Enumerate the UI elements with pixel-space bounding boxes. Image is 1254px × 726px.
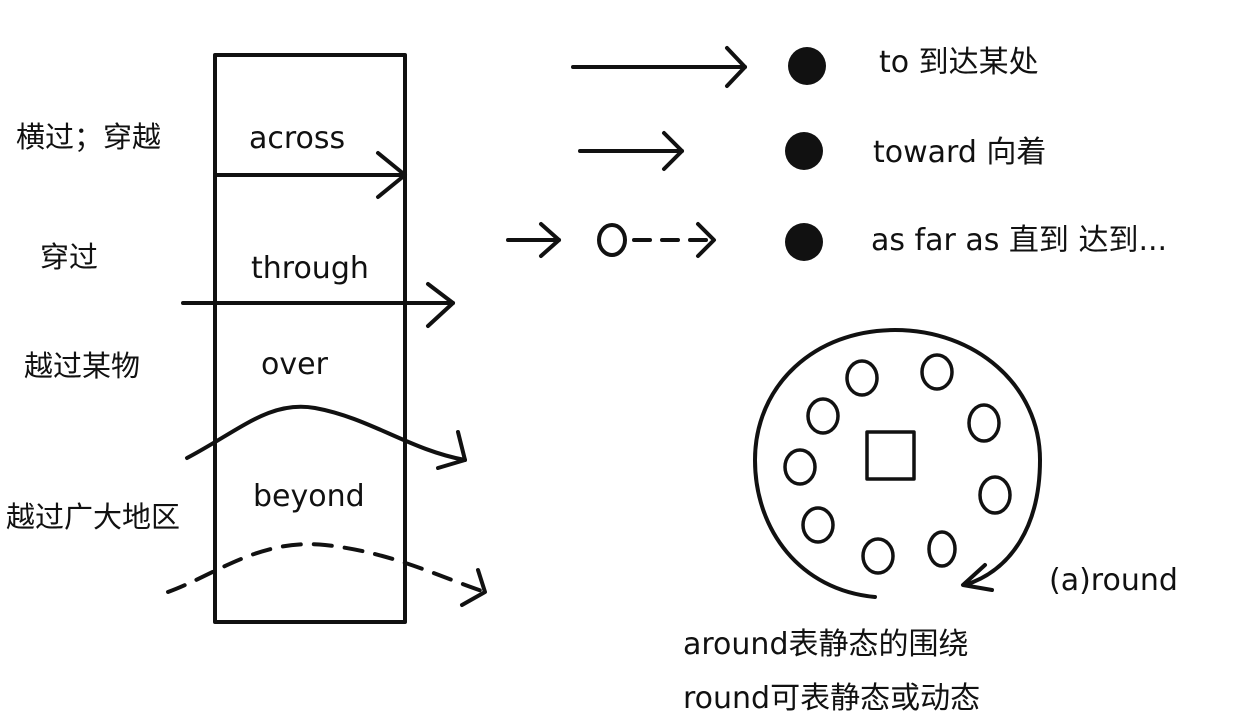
across-arrow: [213, 151, 407, 199]
label-as-far-as: as far as 直到 达到...: [871, 223, 1168, 258]
to-arrow: [571, 46, 747, 88]
label-round: (a)round: [1049, 563, 1178, 598]
label-to: to 到达某处: [879, 45, 1039, 80]
target-dots: [785, 47, 826, 261]
word-over: over: [261, 347, 328, 382]
beyond-arrow: [166, 542, 487, 607]
label-through-cn: 穿过: [40, 240, 99, 274]
note-round: round可表静态或动态: [683, 681, 981, 716]
through-arrow: [181, 282, 455, 328]
toward-arrow: [578, 131, 684, 171]
preposition-box: [213, 53, 407, 624]
as-far-as-dot: [785, 223, 823, 261]
label-over-cn: 越过某物: [24, 349, 141, 383]
word-across: across: [249, 121, 346, 156]
as-far-as-arrow: [506, 222, 716, 258]
label-beyond-cn: 越过广大地区: [6, 500, 181, 534]
toward-dot: [785, 132, 823, 170]
round-circle: [753, 328, 1042, 599]
to-dot: [788, 47, 826, 85]
word-through: through: [251, 251, 369, 286]
small-circles: [783, 353, 1012, 575]
label-across-cn: 横过；穿越: [16, 120, 162, 154]
center-square: [865, 430, 916, 481]
over-arrow: [185, 404, 467, 470]
label-toward: toward 向着: [873, 135, 1047, 170]
note-around: around表静态的围绕: [683, 627, 969, 662]
word-beyond: beyond: [253, 479, 365, 514]
